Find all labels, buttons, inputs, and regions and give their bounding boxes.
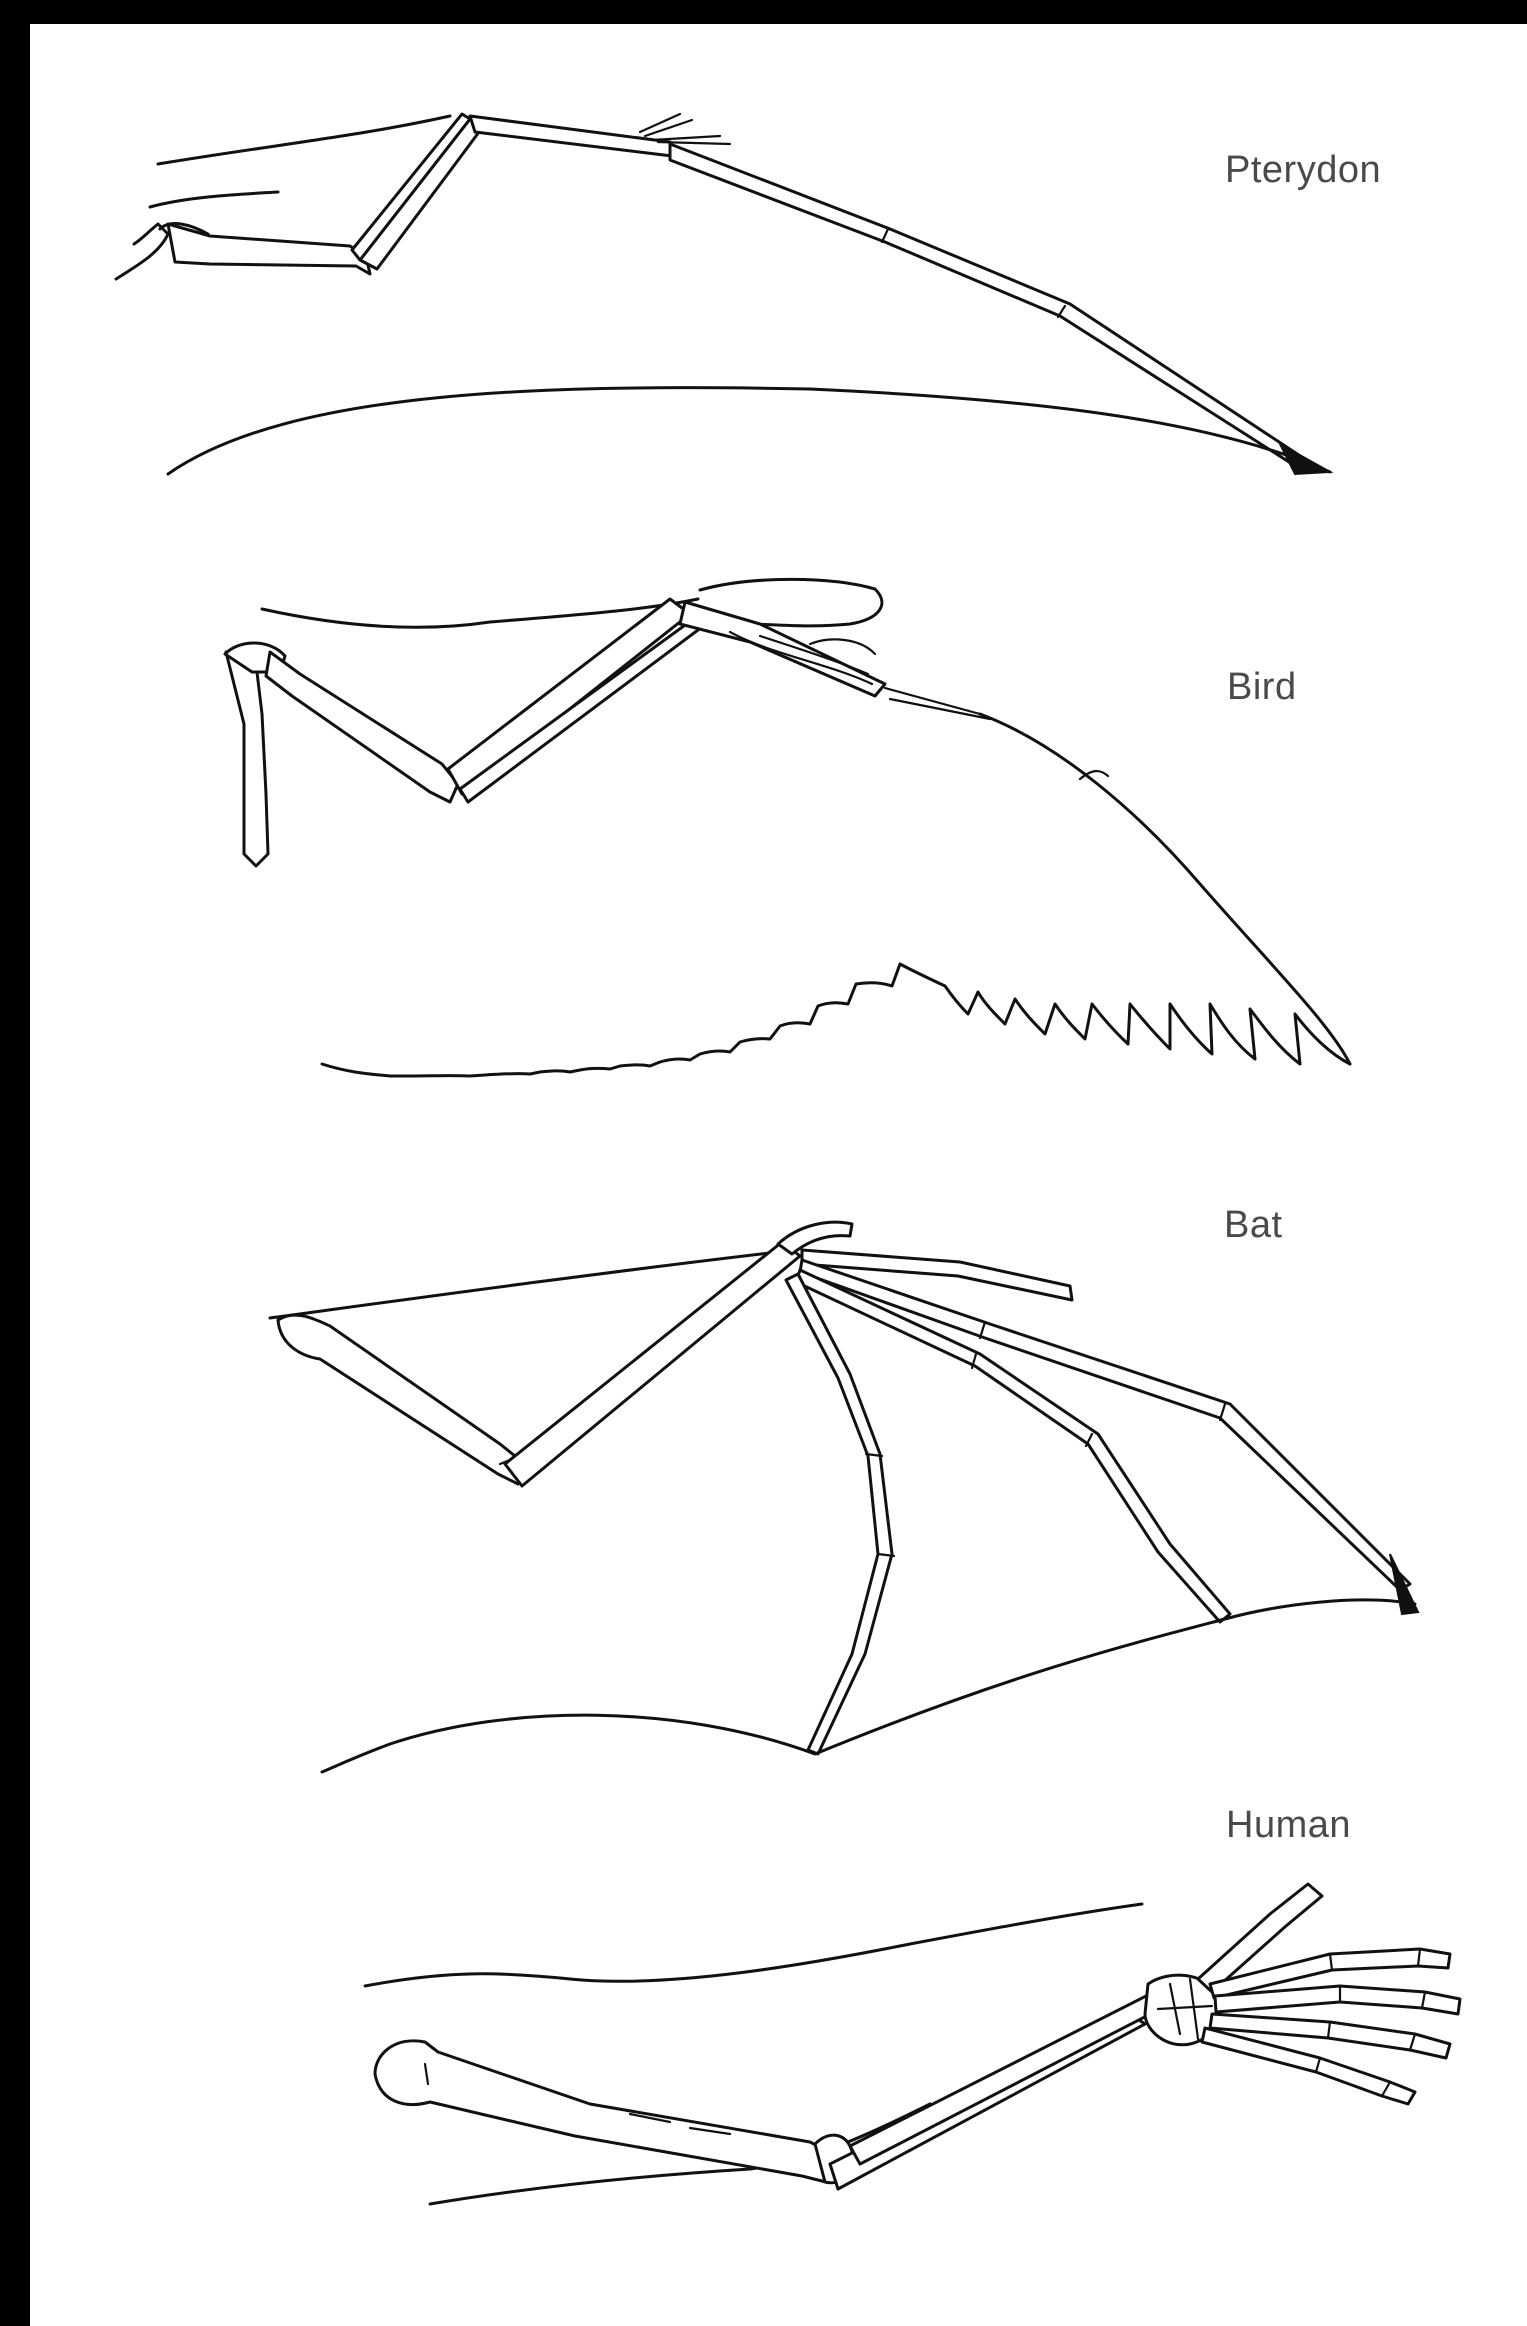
bird-primary-feathers [945, 986, 1350, 1064]
pterydon-radius [352, 114, 470, 260]
label-human: Human [1226, 1804, 1351, 1847]
homologous-limbs-drawing [30, 24, 1527, 2326]
bird-scapula [226, 644, 268, 866]
pterydon-fingers [640, 114, 730, 144]
pterydon-forearm [360, 119, 485, 269]
label-bird: Bird [1227, 666, 1297, 709]
pterydon-wing [116, 114, 1330, 474]
bird-carpometacarpus [680, 602, 885, 696]
bat-thumb [778, 1222, 852, 1254]
bird-ulna [448, 599, 690, 794]
human-radius [850, 1994, 1160, 2164]
human-upper-outline [365, 1904, 1142, 1986]
bird-primary-edge [980, 714, 1350, 1064]
bird-humerus [266, 652, 458, 802]
bird-radius [460, 620, 698, 802]
human-arm [365, 1884, 1460, 2204]
diagram-sheet: Pterydon Bird Bat Human [30, 24, 1527, 2326]
pterydon-humerus [168, 224, 370, 274]
label-bat: Bat [1224, 1204, 1283, 1247]
bat-humerus [278, 1315, 525, 1484]
pterydon-leading-edge [158, 116, 450, 164]
bird-wing [225, 579, 1350, 1076]
bat-forearm [505, 1242, 800, 1486]
pterydon-wing-finger [670, 144, 1320, 469]
bat-digit-5 [786, 1274, 892, 1754]
bird-secondary-feathers [322, 964, 945, 1076]
bat-digit-4 [796, 1270, 1230, 1622]
label-pterydon: Pterydon [1225, 149, 1381, 192]
bird-leading-edge [262, 599, 698, 627]
human-humerus [375, 2041, 830, 2182]
bat-wing [270, 1222, 1418, 1772]
pterydon-metacarpal [470, 116, 672, 156]
pterydon-trailing-edge [168, 388, 1330, 474]
pterydon-body-outline [150, 192, 278, 207]
